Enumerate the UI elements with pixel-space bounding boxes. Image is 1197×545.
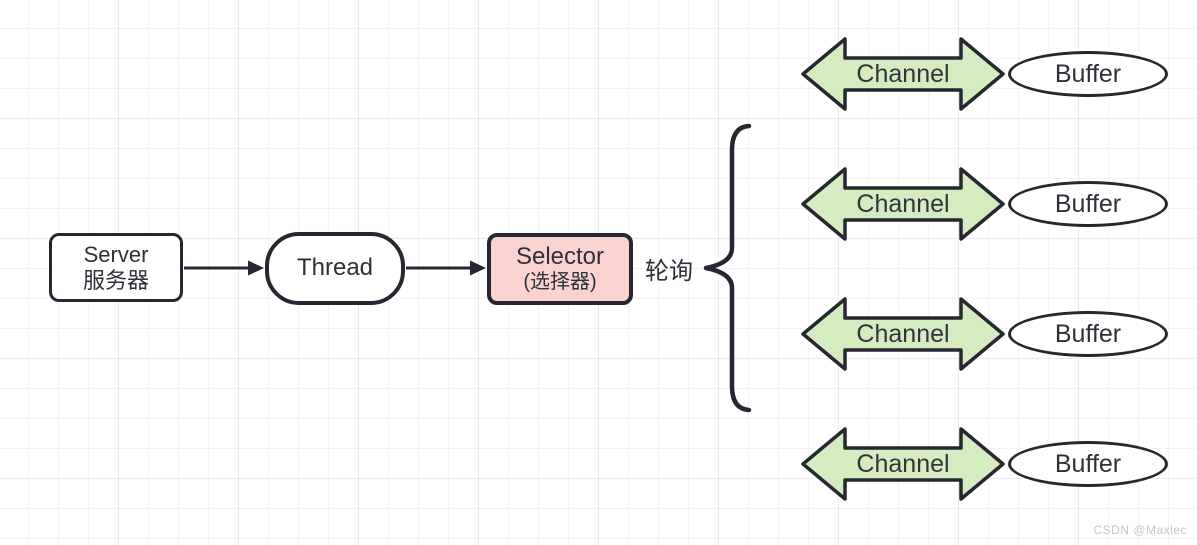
channel-double-arrow: Channel <box>801 167 1005 241</box>
buffer-node: Buffer <box>1008 51 1168 97</box>
double-arrow-icon <box>801 427 1005 501</box>
selector-label-en: Selector <box>515 243 605 271</box>
double-arrow-icon <box>801 167 1005 241</box>
watermark: CSDN @Maxlec <box>1093 523 1187 537</box>
thread-node: Thread <box>265 232 405 305</box>
polling-brace <box>703 123 752 413</box>
buffer-label: Buffer <box>1054 59 1122 88</box>
arrow-server-to-thread <box>184 260 264 276</box>
server-label-zh: 服务器 <box>82 267 149 293</box>
channel-double-arrow: Channel <box>801 37 1005 111</box>
selector-node: Selector (选择器) <box>487 233 633 305</box>
buffer-node: Buffer <box>1008 441 1168 487</box>
channel-label: Channel <box>856 319 950 348</box>
server-node: Server 服务器 <box>49 233 183 302</box>
channel-label: Channel <box>856 449 950 478</box>
buffer-node: Buffer <box>1008 311 1168 357</box>
buffer-label: Buffer <box>1054 189 1122 218</box>
buffer-node: Buffer <box>1008 181 1168 227</box>
server-label-en: Server <box>83 241 149 267</box>
channel-double-arrow: Channel <box>801 297 1005 371</box>
double-arrow-icon <box>801 37 1005 111</box>
channel-double-arrow: Channel <box>801 427 1005 501</box>
thread-label: Thread <box>296 254 374 282</box>
buffer-label: Buffer <box>1054 449 1122 478</box>
selector-label-zh: (选择器) <box>523 271 597 294</box>
channel-label: Channel <box>856 189 950 218</box>
buffer-label: Buffer <box>1054 319 1122 348</box>
polling-label: 轮询 <box>645 257 693 285</box>
double-arrow-icon <box>801 297 1005 371</box>
arrow-thread-to-selector <box>406 260 486 276</box>
channel-label: Channel <box>856 59 950 88</box>
